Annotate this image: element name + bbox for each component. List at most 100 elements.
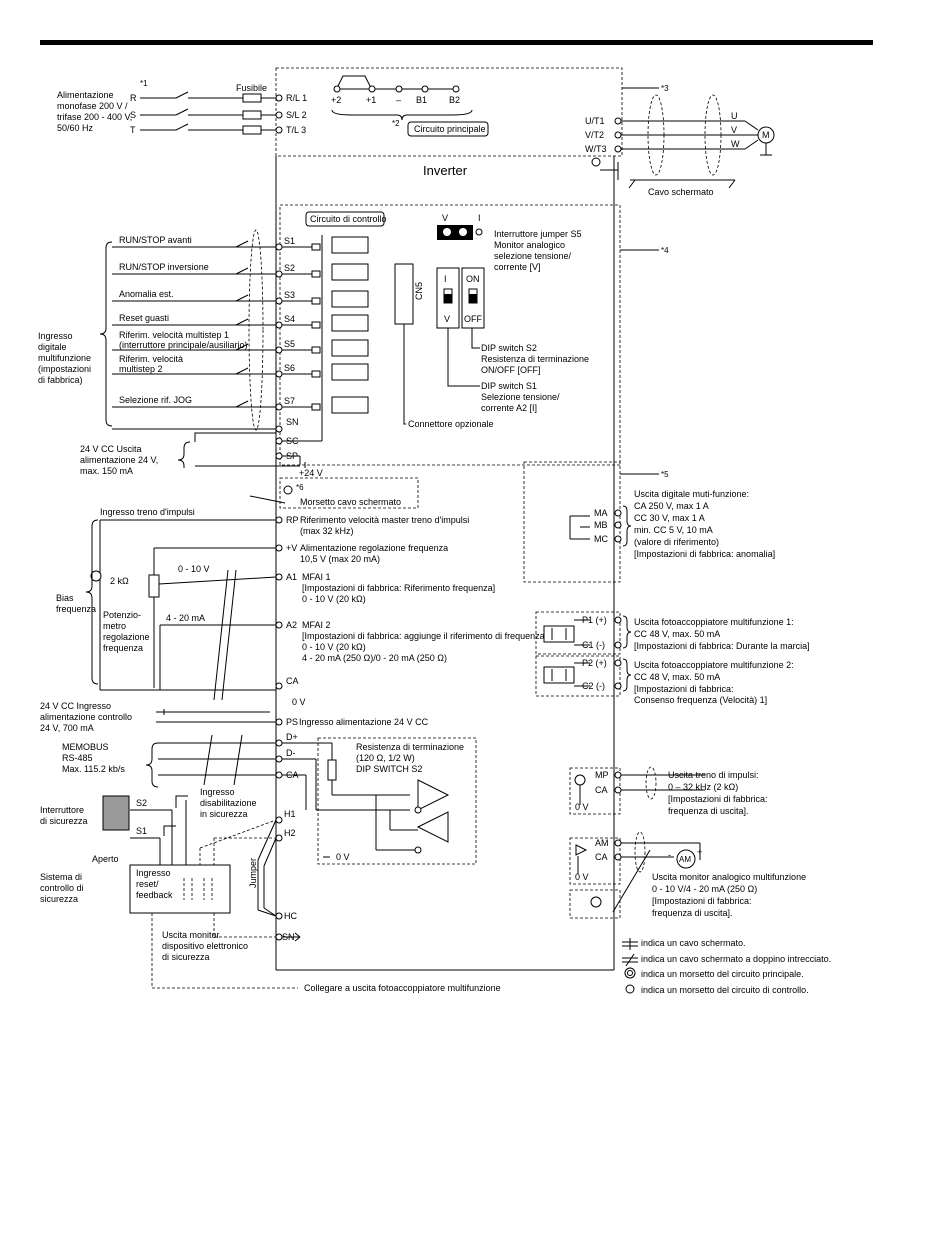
motor-symbol: M [762, 130, 770, 140]
relay-desc-5: (valore di riferimento) [634, 537, 719, 547]
terminal-p1: P1 (+) [582, 615, 607, 625]
photo2-desc-1: Uscita fotoaccoppiatore multifunzione 2: [634, 660, 794, 670]
main-circuit-label-box [407, 121, 489, 137]
supply24-1: 24 V CC Uscita [80, 444, 142, 454]
optocoupler-s3 [331, 290, 369, 308]
terminal-mc: MC [594, 534, 608, 544]
s5-pin-1 [443, 228, 451, 236]
safety-switch-body [102, 795, 130, 831]
input-switch-s6 [235, 367, 249, 375]
phase-s: S [130, 110, 136, 120]
terminal-s3: S3 [284, 290, 295, 300]
option-connector-label: Connettore opzionale [408, 419, 494, 429]
memobus-zero-v: 0 V [336, 852, 350, 862]
dc-terminal-plus2: +2 [331, 95, 341, 105]
dc-terminal-b2: B2 [449, 95, 460, 105]
rp-desc-2: (max 32 kHz) [300, 526, 354, 536]
input-label-s4: Reset guasti [119, 313, 169, 323]
ps-label: Ingresso alimentazione 24 V CC [299, 717, 429, 727]
am-meter-label: AM [679, 855, 691, 864]
terminal-ca-memobus: CA [286, 770, 299, 780]
legend-symbols [622, 938, 638, 994]
motor-phase-u: U [731, 111, 738, 121]
pot-2: metro [103, 621, 126, 631]
terminal-ma: MA [594, 508, 608, 518]
safety-s1: S1 [136, 826, 147, 836]
main-circuit-label: Circuito principale [414, 124, 486, 134]
s5-desc-3: corrente [V] [494, 262, 541, 272]
terminal-c2: C2 (-) [582, 681, 605, 691]
terminal-mp: MP [595, 770, 609, 780]
shield-ground-wire [249, 495, 286, 504]
footnote-2: *2 [392, 119, 400, 128]
input-resistor-s2 [311, 270, 321, 278]
shield-cable-label: Cavo schermato [648, 187, 714, 197]
cn5-leader [403, 324, 406, 425]
optocoupler-s2 [331, 263, 369, 281]
input-label-s1: RUN/STOP avanti [119, 235, 192, 245]
memobus-2: RS-485 [62, 753, 93, 763]
fuse-label: Fusibile [236, 83, 267, 93]
inputs-group-2: digitale [38, 342, 67, 352]
ps-wiring [156, 709, 283, 726]
terminal-s4: S4 [284, 314, 295, 324]
footnote-1: *1 [140, 79, 148, 88]
input-switch-s1 [235, 240, 249, 248]
photo2-box [535, 655, 621, 697]
photo2-desc-3: [Impostazioni di fabbrica: [634, 684, 734, 694]
legend-2: indica un cavo schermato a doppino intre… [641, 954, 831, 964]
terminal-vplus: +V [286, 543, 297, 553]
disable-3: in sicurezza [200, 809, 248, 819]
ps-desc-1: 24 V CC Ingresso [40, 701, 111, 711]
safety-switch-1: Interruttore [40, 805, 84, 815]
terminal-hc: HC [284, 911, 297, 921]
dip-s1-bottom: V [444, 314, 450, 324]
pot-1: Potenzio- [103, 610, 141, 620]
motor-phase-v: V [731, 125, 737, 135]
terminal-sl2: S/L 2 [286, 110, 307, 120]
terminal-am: AM [595, 838, 609, 848]
input-label-s6: Riferim. velocità [119, 354, 183, 364]
inverter-title: Inverter [423, 163, 468, 178]
phase-r: R [130, 93, 137, 103]
photo1-box [535, 611, 621, 655]
cn5-label: CN5 [414, 282, 424, 300]
range-0-10v: 0 - 10 V [178, 564, 210, 574]
input-sublabel-s5: (interruttore principale/ausiliario) [119, 340, 248, 350]
am-desc-3: [Impostazioni di fabbrica: [652, 896, 752, 906]
vplus-desc-2: 10,5 V (max 20 mA) [300, 554, 380, 564]
inputs-shield-ellipse [248, 229, 264, 431]
power-desc-3: trifase 200 - 400 V, [57, 112, 132, 122]
monitor-3: di sicurezza [162, 952, 210, 962]
dip-s2-bottom: OFF [464, 314, 482, 324]
ps-desc-3: 24 V, 700 mA [40, 723, 94, 733]
a1-desc: MFAI 1 [302, 572, 331, 582]
analog-wiring [90, 516, 283, 701]
a2-desc: MFAI 2 [302, 620, 331, 630]
photo2-symbol [543, 659, 622, 690]
terminal-s1: S1 [284, 236, 295, 246]
optocoupler-s6 [331, 363, 369, 381]
terminal-dminus: D- [286, 748, 296, 758]
power-desc-2: monofase 200 V / [57, 101, 128, 111]
optocoupler-s5 [331, 339, 369, 357]
dc-terminal-b1: B1 [416, 95, 427, 105]
s5-desc-2: selezione tensione/ [494, 251, 572, 261]
input-switch-s7 [235, 400, 249, 408]
am-out-box [569, 837, 621, 885]
relay-desc-4: min. CC 5 V, 10 mA [634, 525, 713, 535]
a2-desc-4: 4 - 20 mA (250 Ω)/0 - 20 mA (250 Ω) [302, 653, 447, 663]
terminal-a1: A1 [286, 572, 297, 582]
supply24-2: alimentazione 24 V, [80, 455, 158, 465]
terminal-vt2: V/T2 [585, 130, 604, 140]
a2-desc-2: [Impostazioni di fabbrica: aggiunge il r… [302, 631, 547, 641]
ground-terminal-icon [283, 485, 293, 495]
safety-system-3: sicurezza [40, 894, 78, 904]
terminal-ca-pulse: CA [595, 785, 608, 795]
sn-sc-sp-wiring [112, 416, 323, 468]
dip-s2-top: ON [466, 274, 480, 284]
monitor-1: Uscita monitor [162, 930, 220, 940]
memobus-3: Max. 115.2 kb/s [62, 764, 125, 774]
s5-title: Interruttore jumper S5 [494, 229, 582, 239]
terminal-p2: P2 (+) [582, 658, 607, 668]
